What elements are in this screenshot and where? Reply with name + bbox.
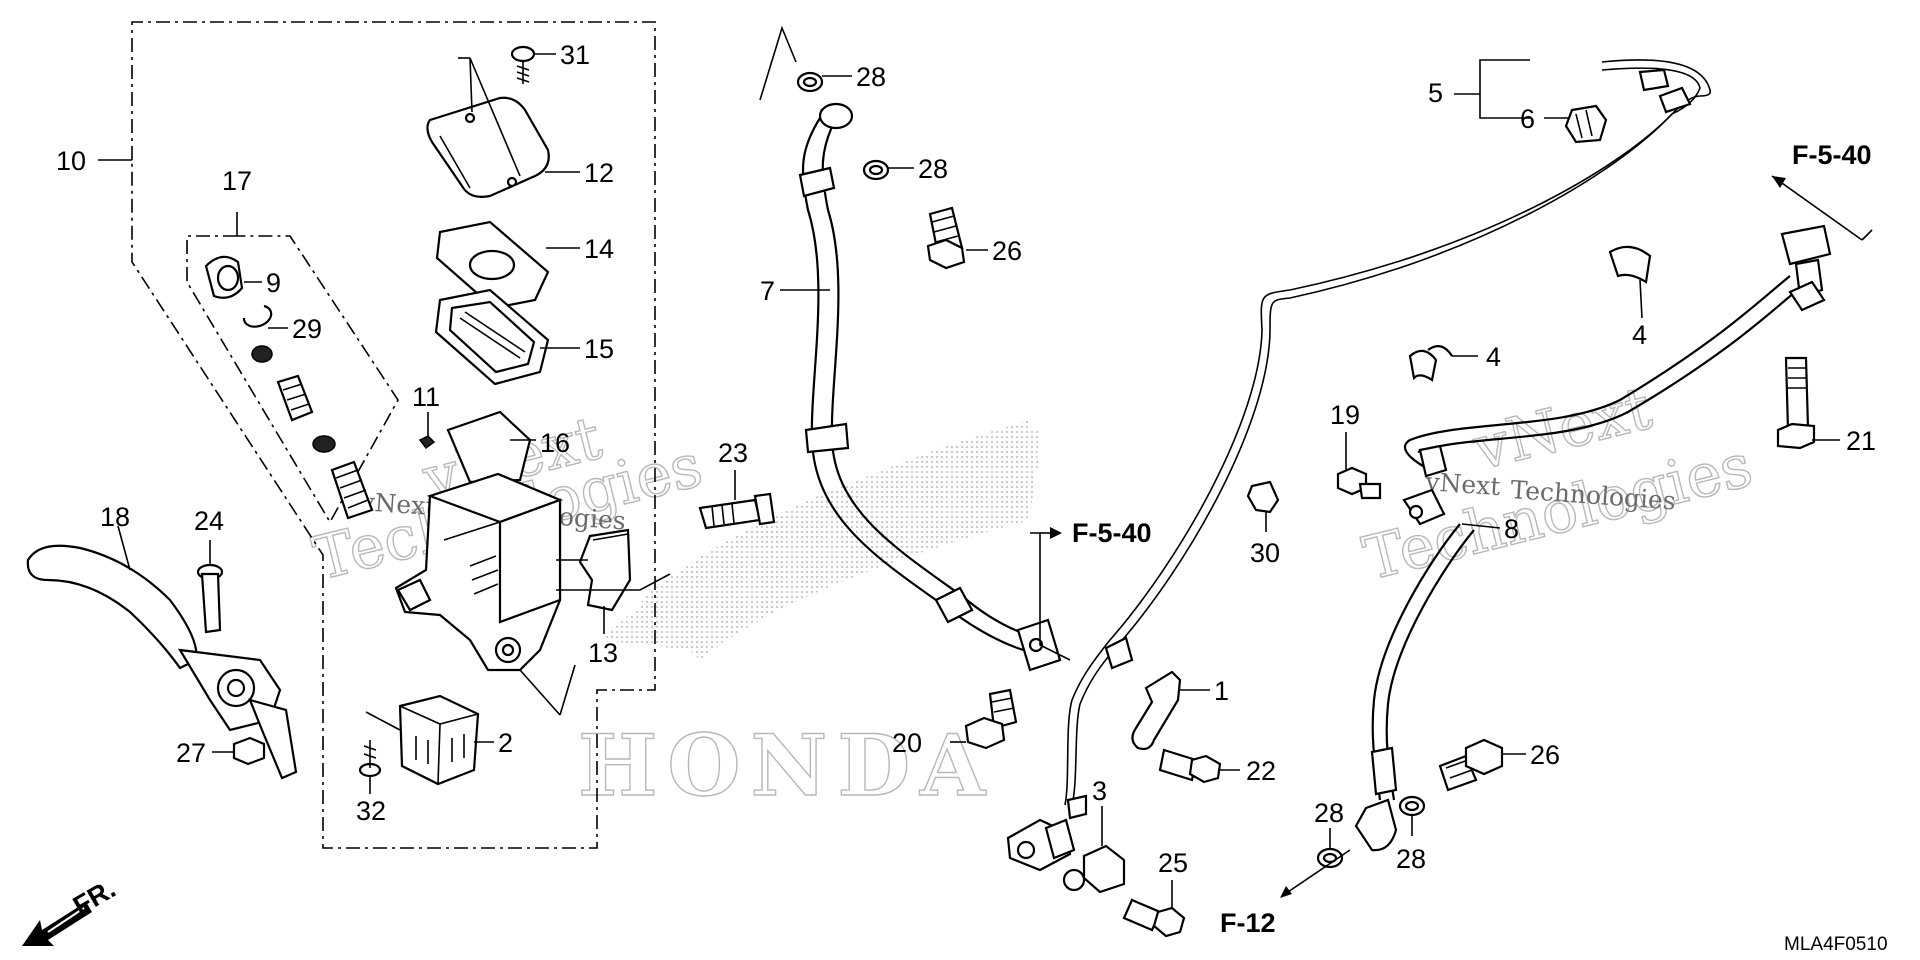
part-25-bolt [1122, 880, 1186, 938]
part-26-banjo-bolt-lower [1438, 738, 1526, 792]
label-part-27: 27 [176, 738, 206, 768]
label-part-25: 25 [1158, 848, 1188, 878]
label-part-30: 30 [1250, 538, 1280, 568]
label-part-28d: 28 [1396, 844, 1426, 874]
watermark-inline: vNext [359, 487, 437, 521]
part-31-screw [510, 45, 556, 84]
front-direction-arrow-icon [22, 902, 92, 946]
part-1-cable-guide [1131, 670, 1210, 751]
label-part-4a: 4 [1486, 342, 1501, 372]
part-8-brake-hose [1354, 175, 1873, 852]
part-14-diaphragm-plate [435, 220, 580, 310]
ref-label-center: F-5-40 [1072, 518, 1152, 548]
label-part-18: 18 [100, 502, 130, 532]
label-part-22: 22 [1246, 756, 1276, 786]
part-32-screw [358, 740, 382, 794]
part-5-wheel-speed-cable [1064, 59, 1712, 820]
label-part-28c: 28 [1314, 798, 1344, 828]
part-4-clip-middle [1408, 345, 1478, 382]
part-28-washer-top [796, 71, 852, 93]
label-part-13: 13 [588, 638, 618, 668]
label-part-5: 5 [1428, 78, 1443, 108]
part-27-nut [212, 736, 266, 766]
vnext-watermark-right: vNext Technologies vNext Technologies [1356, 372, 1760, 595]
label-part-2: 2 [498, 728, 513, 758]
label-part-21: 21 [1846, 426, 1876, 456]
part-22-bolt [1158, 748, 1240, 784]
ref-arrow-center [1030, 527, 1071, 661]
label-part-6: 6 [1520, 104, 1535, 134]
part-7-brake-hose [759, 25, 1062, 672]
label-part-8: 8 [1504, 514, 1519, 544]
part-20-bolt [950, 688, 1018, 750]
part-24-pivot-bolt [196, 540, 224, 634]
label-part-28b: 28 [918, 154, 948, 184]
part-6-clamp [1544, 104, 1608, 144]
part-26-banjo-bolt-upper [926, 206, 988, 270]
label-part-12: 12 [584, 158, 614, 188]
part-number-labels: 1 2 3 4 4 5 6 7 8 9 10 11 12 13 14 15 16… [56, 40, 1876, 878]
ref-label-top-right: F-5-40 [1792, 140, 1872, 170]
part-13-holder [556, 528, 671, 634]
label-part-24: 24 [194, 506, 224, 536]
label-part-31: 31 [560, 40, 590, 70]
honda-wing-logo-icon [600, 420, 1040, 660]
label-part-29: 29 [292, 314, 322, 344]
label-part-14: 14 [584, 234, 614, 264]
part-4-clip-upper [1608, 245, 1652, 319]
label-part-20: 20 [892, 728, 922, 758]
part-21-bolt [1776, 356, 1840, 450]
label-part-3: 3 [1092, 776, 1107, 806]
master-cylinder-body [394, 472, 576, 716]
label-part-1: 1 [1214, 676, 1229, 706]
label-part-19: 19 [1330, 400, 1360, 430]
part-28-washer-lower-left [1316, 828, 1344, 869]
part-30-clamp-nut [1246, 480, 1280, 532]
label-part-16: 16 [540, 428, 570, 458]
part-3-wheel-speed-sensor [1006, 806, 1126, 894]
label-part-26b: 26 [1530, 740, 1560, 770]
part-28-washer-mid [862, 159, 914, 181]
part-9-boot [204, 255, 262, 299]
label-part-28a: 28 [856, 62, 886, 92]
label-part-7: 7 [760, 276, 775, 306]
assembly-10-outline [98, 21, 656, 849]
label-part-15: 15 [584, 334, 614, 364]
assembly-17-outline [186, 212, 399, 524]
label-part-17: 17 [222, 166, 252, 196]
label-part-23: 23 [718, 438, 748, 468]
part-16-float [446, 410, 536, 484]
part-23-bolt [698, 470, 776, 530]
reference-labels: F-5-40 F-5-40 F-12 FR. MLA4F0510 [68, 140, 1888, 955]
piston-assembly [251, 345, 374, 520]
label-part-4b: 4 [1632, 320, 1647, 350]
part-29-circlip [242, 304, 288, 329]
part-11-clip [418, 412, 436, 450]
label-part-26a: 26 [992, 236, 1022, 266]
label-part-9: 9 [266, 268, 281, 298]
honda-watermark: HONDA [577, 420, 1040, 816]
part-15-diaphragm [434, 288, 580, 386]
part-2-brake-switch [365, 694, 494, 786]
label-part-11: 11 [412, 382, 440, 412]
ref-label-bottom: F-12 [1220, 908, 1276, 938]
part-12-reservoir-cap [426, 57, 580, 198]
honda-watermark-text: HONDA [578, 716, 995, 815]
label-part-10: 10 [56, 146, 86, 176]
label-part-32: 32 [356, 796, 386, 826]
part-19-bleeder-screw [1336, 432, 1382, 500]
part-28-washer-lower-right [1398, 795, 1426, 836]
ref-arrow-bottom [1280, 849, 1351, 898]
part-18-brake-lever [26, 525, 298, 780]
diagram-code: MLA4F0510 [1784, 934, 1888, 955]
